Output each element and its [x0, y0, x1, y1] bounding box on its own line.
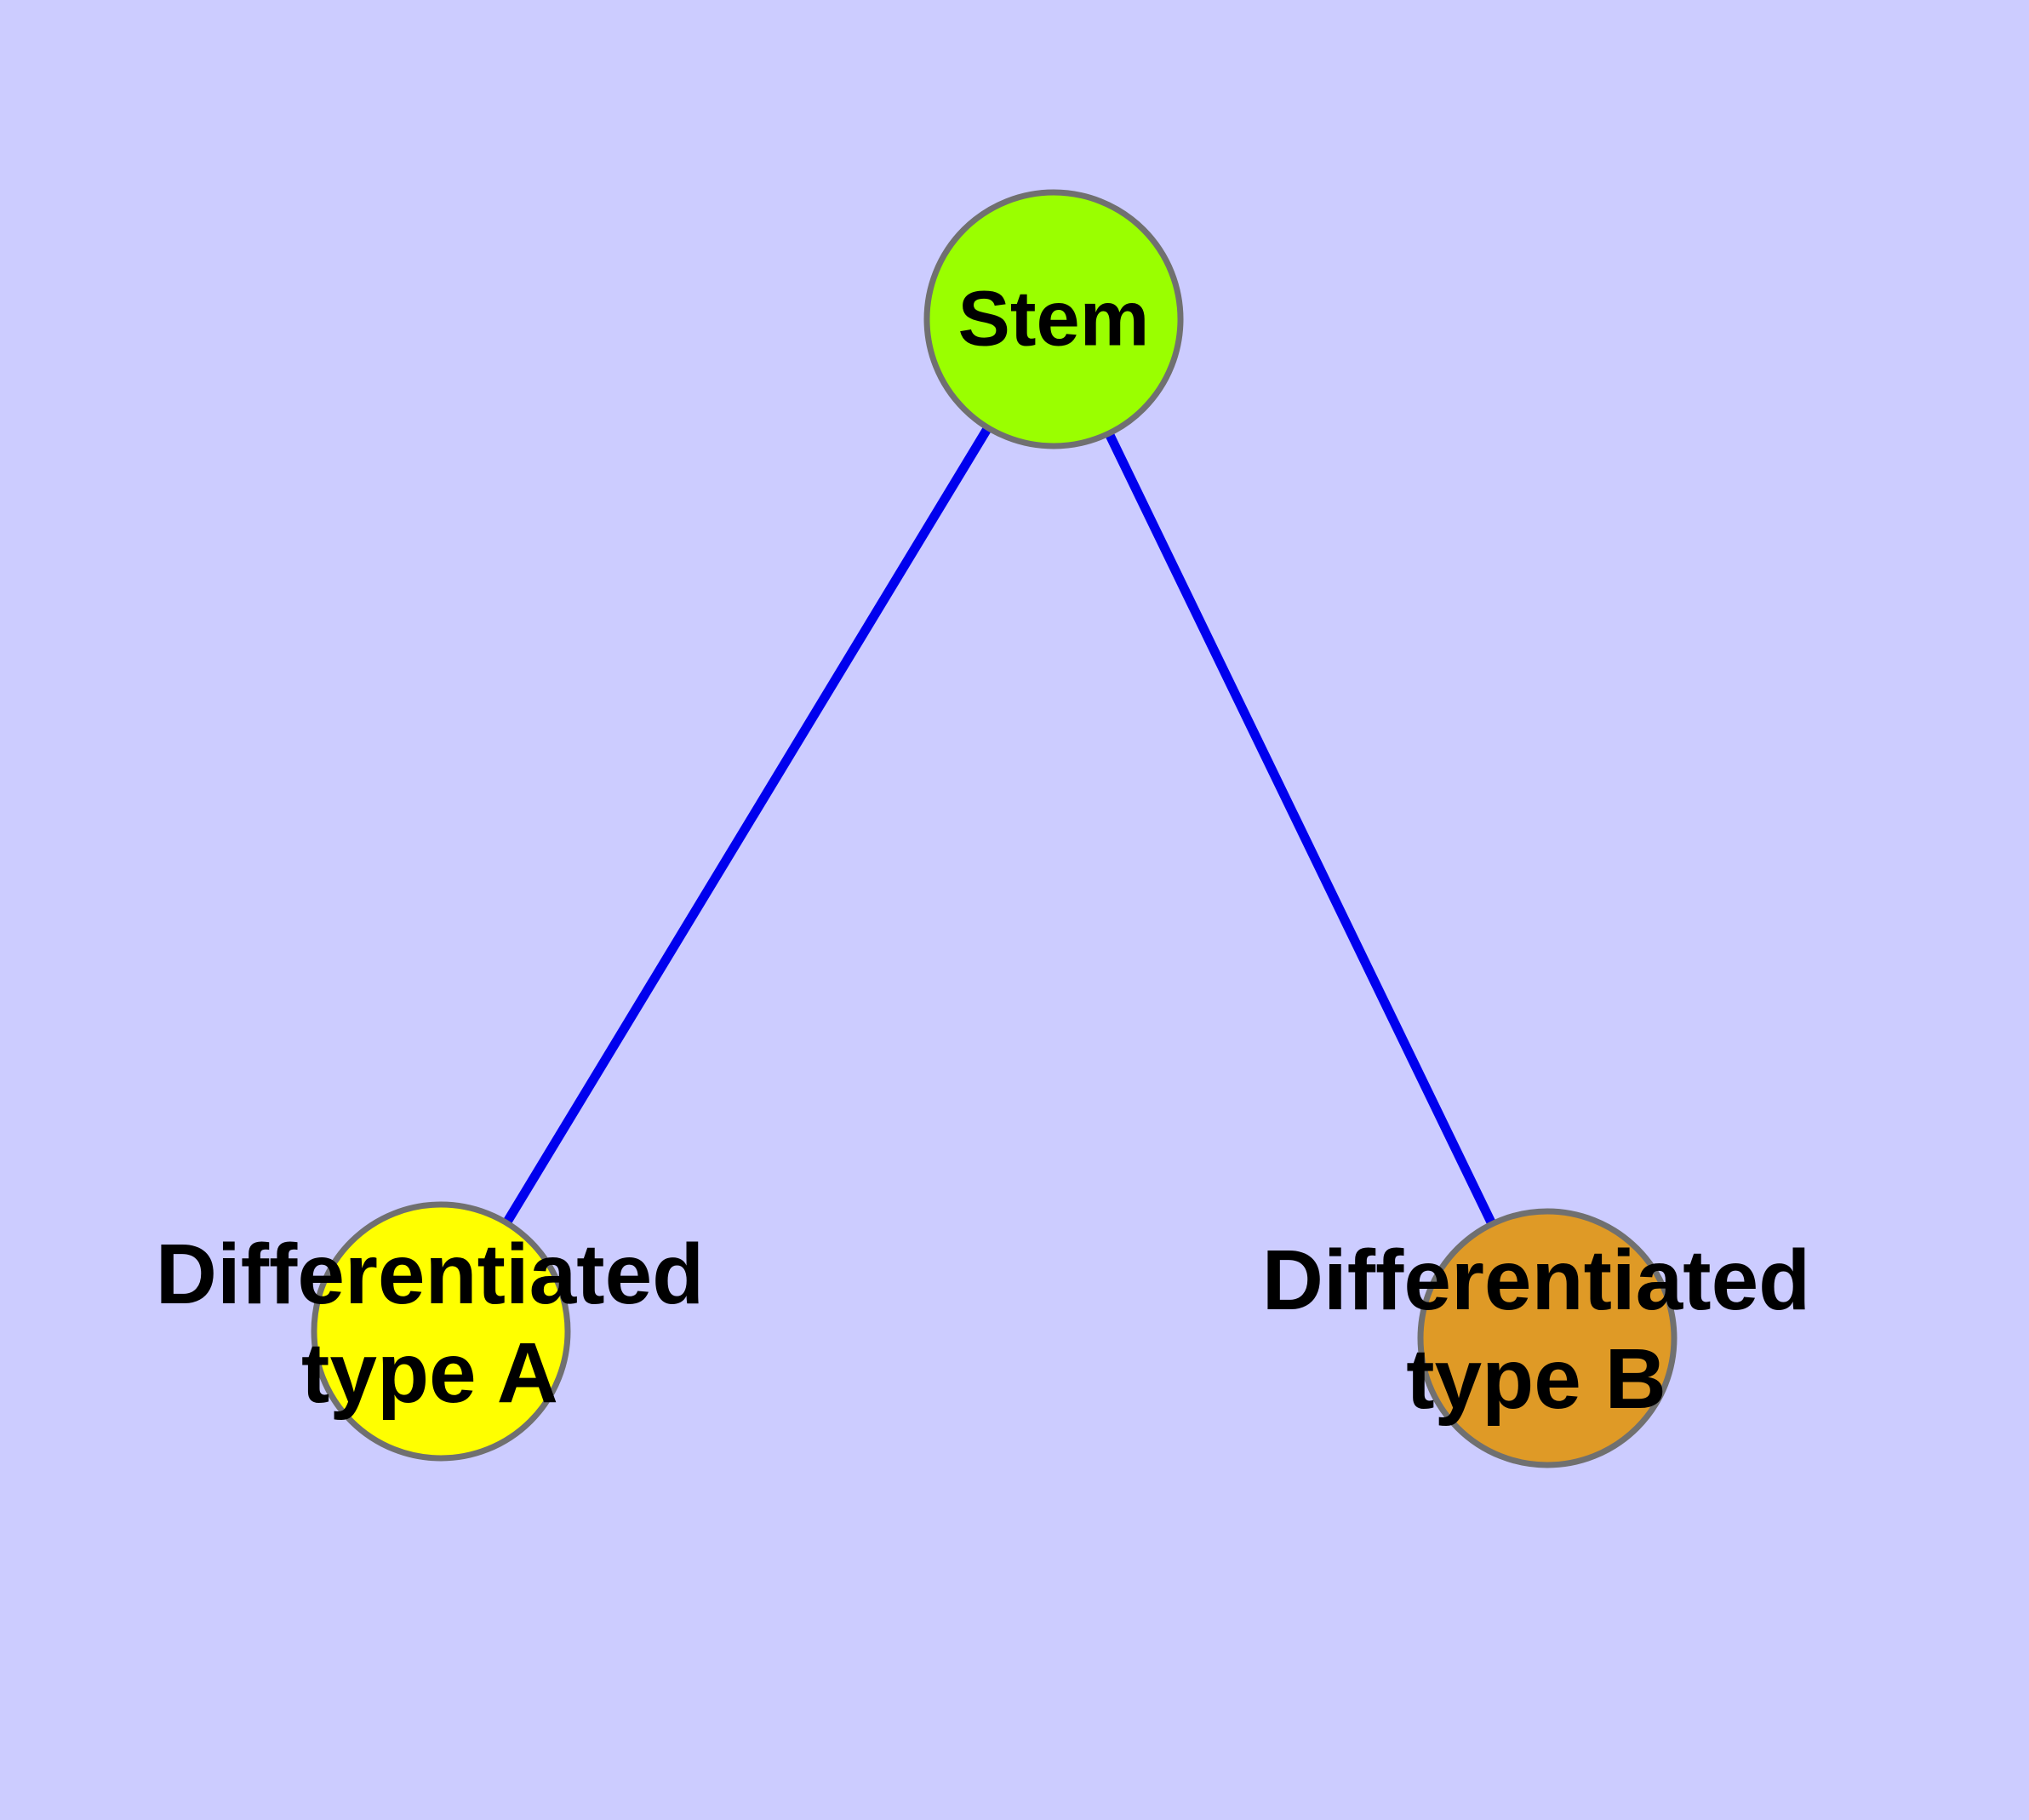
- node-layer: [311, 189, 1677, 1468]
- edge-stem-to-differentiated-type-a[interactable]: [437, 317, 1058, 1334]
- node-differentiated-type-b[interactable]: [1417, 1208, 1677, 1468]
- node-stem[interactable]: [923, 189, 1184, 449]
- edge-stem-to-differentiated-type-b[interactable]: [1049, 317, 1552, 1341]
- edge-layer: [437, 317, 1552, 1341]
- node-differentiated-type-a[interactable]: [311, 1201, 571, 1462]
